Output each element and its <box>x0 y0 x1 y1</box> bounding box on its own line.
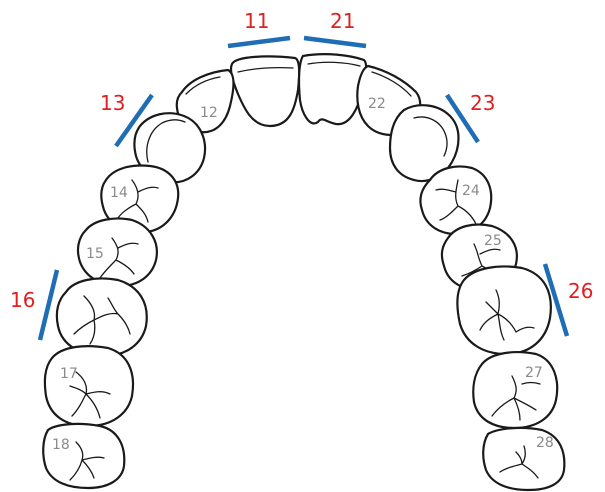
marker-line-16 <box>37 269 60 341</box>
tooth-15 <box>76 217 158 288</box>
tooth-13 <box>133 112 207 184</box>
marker-label-26: 26 <box>568 279 593 303</box>
tooth-18 <box>42 422 126 490</box>
tooth-26 <box>456 265 552 356</box>
tooth-27 <box>472 351 559 430</box>
tooth-11 <box>229 55 301 128</box>
tooth-16 <box>55 277 148 358</box>
tooth-24 <box>419 165 493 236</box>
tooth-label-15: 15 <box>86 246 104 262</box>
tooth-label-28: 28 <box>536 435 554 451</box>
tooth-label-27: 27 <box>525 365 543 381</box>
marker-label-21: 21 <box>330 9 355 33</box>
tooth-label-12: 12 <box>200 105 218 121</box>
tooth-28 <box>482 426 566 492</box>
marker-line-13 <box>114 93 154 148</box>
tooth-17 <box>43 345 134 428</box>
tooth-21 <box>297 53 368 126</box>
marker-label-13: 13 <box>100 91 125 115</box>
marker-line-21 <box>303 35 367 49</box>
marker-label-11: 11 <box>244 9 269 33</box>
marker-line-11 <box>227 35 291 49</box>
tooth-12 <box>175 68 235 134</box>
marker-line-26 <box>542 263 570 337</box>
tooth-14 <box>100 164 180 234</box>
marker-label-16: 16 <box>10 288 35 312</box>
tooth-label-17: 17 <box>60 366 78 382</box>
marker-line-23 <box>445 93 480 144</box>
marker-label-23: 23 <box>470 91 495 115</box>
tooth-label-25: 25 <box>484 233 502 249</box>
tooth-label-24: 24 <box>462 183 480 199</box>
tooth-label-14: 14 <box>110 185 128 201</box>
tooth-label-18: 18 <box>52 437 70 453</box>
tooth-label-22: 22 <box>368 96 386 112</box>
